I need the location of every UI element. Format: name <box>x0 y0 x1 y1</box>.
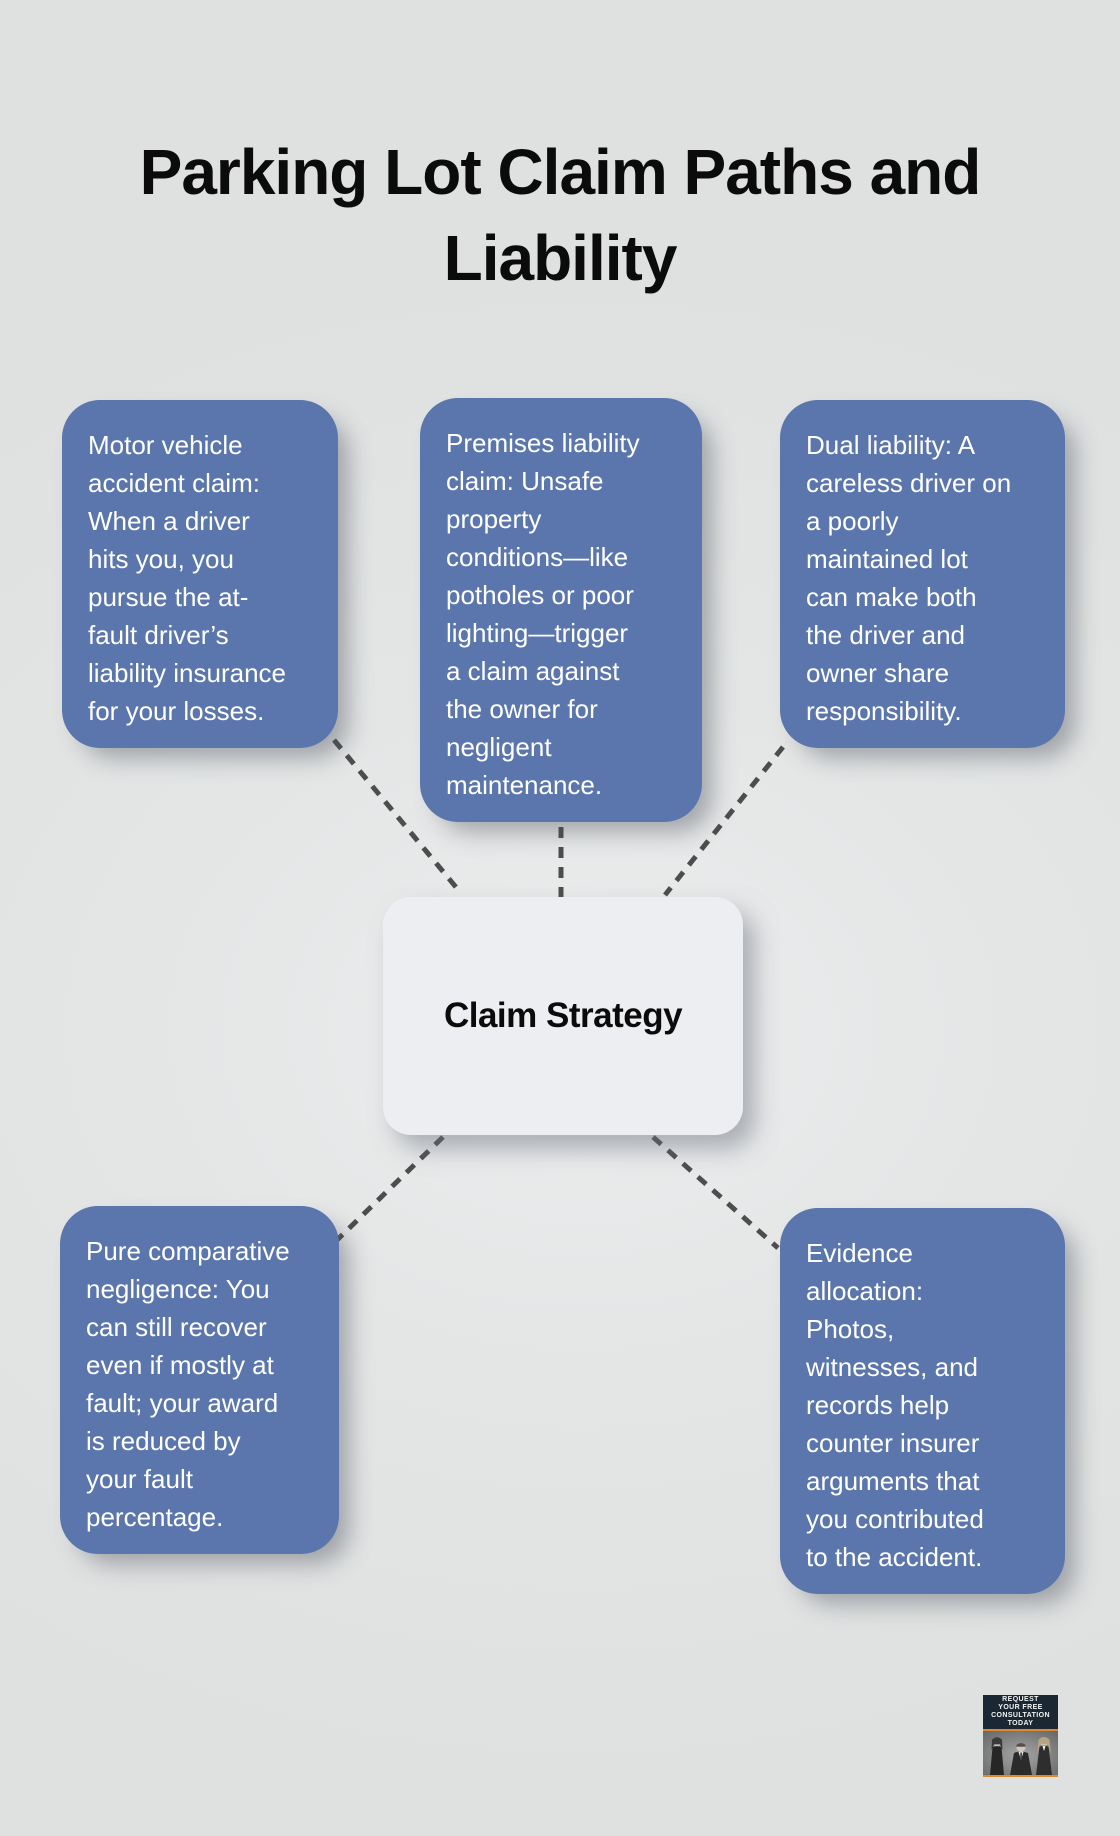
cta-line-3: CONSULTATION <box>991 1712 1050 1719</box>
node-motor-vehicle-claim: Motor vehicle accident claim: When a dri… <box>62 400 338 748</box>
center-node-label: Claim Strategy <box>443 996 683 1035</box>
node-pure-comparative-negligence: Pure comparative negligence: You can sti… <box>60 1206 339 1554</box>
connector-comparative-negligence <box>335 1135 445 1242</box>
connector-motor-vehicle <box>332 738 462 894</box>
cta-line-1: REQUEST <box>1002 1696 1039 1703</box>
cta-line-4: TODAY <box>1007 1720 1034 1727</box>
node-premises-liability-claim: Premises liability claim: Unsafe propert… <box>420 398 702 822</box>
attorneys-photo <box>983 1731 1058 1777</box>
consultation-cta-text: REQUEST YOUR FREE CONSULTATION TODAY <box>983 1695 1058 1731</box>
center-node-claim-strategy: Claim Strategy <box>383 897 743 1135</box>
node-dual-liability: Dual liability: A careless driver on a p… <box>780 400 1065 748</box>
attorneys-photo-illustration <box>983 1731 1058 1775</box>
consultation-cta-badge[interactable]: REQUEST YOUR FREE CONSULTATION TODAY <box>983 1695 1058 1777</box>
connector-evidence-allocation <box>651 1135 780 1250</box>
page-title: Parking Lot Claim Paths and Liability <box>139 135 982 294</box>
node-evidence-allocation: Evidence allocation: Photos, witnesses, … <box>780 1208 1065 1594</box>
cta-line-2: YOUR FREE <box>998 1704 1043 1711</box>
